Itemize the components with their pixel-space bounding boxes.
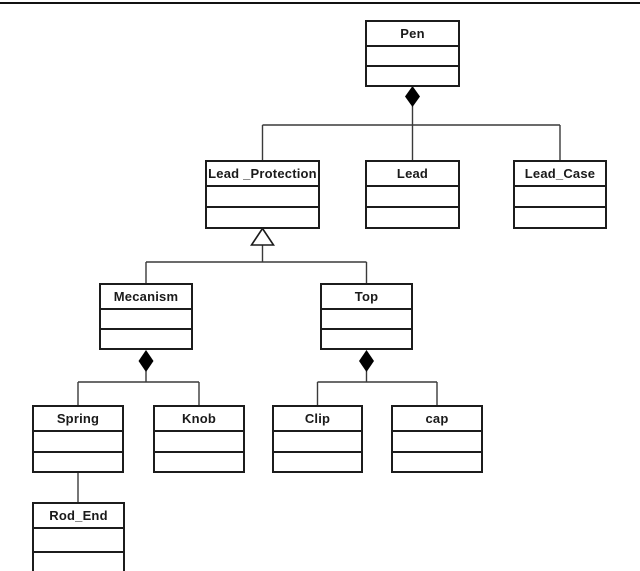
operations-compartment-clip	[274, 452, 361, 471]
class-box-rod-end: Rod_End	[32, 502, 125, 571]
class-name-clip: Clip	[274, 407, 361, 432]
class-box-clip: Clip	[272, 405, 363, 473]
page-top-rule	[0, 2, 640, 4]
class-box-spring: Spring	[32, 405, 124, 473]
class-name-knob: Knob	[155, 407, 243, 432]
class-box-lead: Lead	[365, 160, 460, 229]
generalization-triangle-lead-protection	[250, 227, 275, 246]
class-name-lead-case: Lead_Case	[515, 162, 605, 187]
class-name-lead-protection: Lead _Protection	[207, 162, 318, 187]
class-box-knob: Knob	[153, 405, 245, 473]
operations-compartment-lead	[367, 208, 458, 227]
generalization-connector-lead-protection	[145, 245, 368, 283]
attributes-compartment-spring	[34, 432, 122, 453]
attributes-compartment-knob	[155, 432, 243, 453]
class-name-top: Top	[322, 285, 411, 310]
operations-compartment-mecanism	[101, 330, 191, 348]
composition-connector-top	[316, 371, 438, 405]
operations-compartment-rod-end	[34, 552, 123, 571]
class-name-cap: cap	[393, 407, 481, 432]
composition-connector-mecanism	[77, 371, 200, 405]
class-name-lead: Lead	[367, 162, 458, 187]
operations-compartment-knob	[155, 452, 243, 471]
attributes-compartment-lead-protection	[207, 187, 318, 208]
attributes-compartment-pen	[367, 47, 458, 67]
composition-diamond-top	[359, 350, 374, 372]
composition-diamond-pen	[405, 86, 420, 107]
class-box-mecanism: Mecanism	[99, 283, 193, 350]
operations-compartment-top	[322, 330, 411, 348]
class-name-pen: Pen	[367, 22, 458, 47]
operations-compartment-pen	[367, 67, 458, 85]
class-box-cap: cap	[391, 405, 483, 473]
class-name-rod-end: Rod_End	[34, 504, 123, 529]
class-box-lead-case: Lead_Case	[513, 160, 607, 229]
attributes-compartment-clip	[274, 432, 361, 453]
attributes-compartment-rod-end	[34, 529, 123, 553]
attributes-compartment-mecanism	[101, 310, 191, 330]
operations-compartment-lead-case	[515, 208, 605, 227]
operations-compartment-lead-protection	[207, 208, 318, 227]
attributes-compartment-top	[322, 310, 411, 330]
attributes-compartment-cap	[393, 432, 481, 453]
composition-connector-pen	[261, 106, 561, 160]
composition-diamond-mecanism	[138, 350, 154, 372]
operations-compartment-cap	[393, 452, 481, 471]
attributes-compartment-lead-case	[515, 187, 605, 208]
operations-compartment-spring	[34, 452, 122, 471]
class-name-mecanism: Mecanism	[101, 285, 191, 310]
class-box-pen: Pen	[365, 20, 460, 87]
attributes-compartment-lead	[367, 187, 458, 208]
class-name-spring: Spring	[34, 407, 122, 432]
class-box-lead-protection: Lead _Protection	[205, 160, 320, 229]
class-box-top: Top	[320, 283, 413, 350]
